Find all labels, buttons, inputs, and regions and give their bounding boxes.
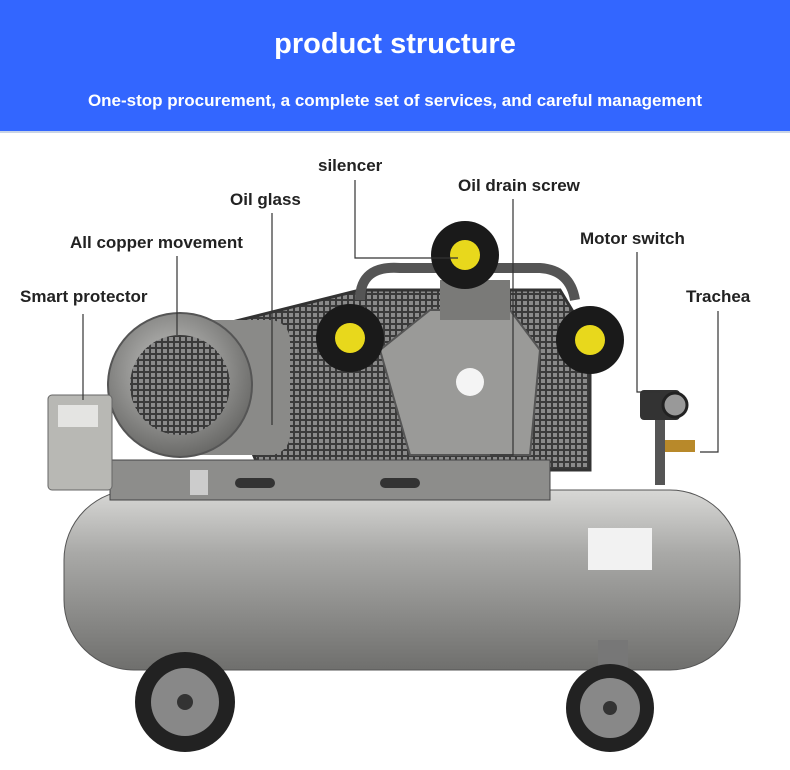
label-oil-drain-screw: Oil drain screw bbox=[458, 176, 580, 195]
label-motor-switch: Motor switch bbox=[580, 229, 685, 248]
wheel-right bbox=[566, 664, 654, 752]
page-subtitle: One-stop procurement, a complete set of … bbox=[87, 91, 703, 110]
base-rail bbox=[109, 459, 551, 501]
leader-lines bbox=[82, 180, 719, 456]
label-oil-glass: Oil glass bbox=[230, 190, 301, 209]
compressor-pump bbox=[378, 280, 542, 456]
silencer-top bbox=[431, 221, 499, 289]
header-banner: product structure One-stop procurement, … bbox=[0, 0, 790, 133]
label-smart-protector: Smart protector bbox=[20, 287, 148, 306]
silencer-left bbox=[316, 304, 384, 372]
pressure-switch bbox=[640, 390, 695, 485]
label-all-copper-movement: All copper movement bbox=[70, 233, 243, 252]
tank-label-plate bbox=[588, 528, 652, 570]
electric-motor bbox=[107, 312, 290, 458]
silencer-right bbox=[556, 306, 624, 374]
smart-protector-box bbox=[47, 394, 113, 491]
page-title: product structure bbox=[274, 28, 516, 60]
wheel-left bbox=[135, 652, 235, 752]
label-silencer: silencer bbox=[318, 156, 383, 175]
air-tank bbox=[63, 489, 741, 705]
label-trachea: Trachea bbox=[686, 287, 751, 306]
